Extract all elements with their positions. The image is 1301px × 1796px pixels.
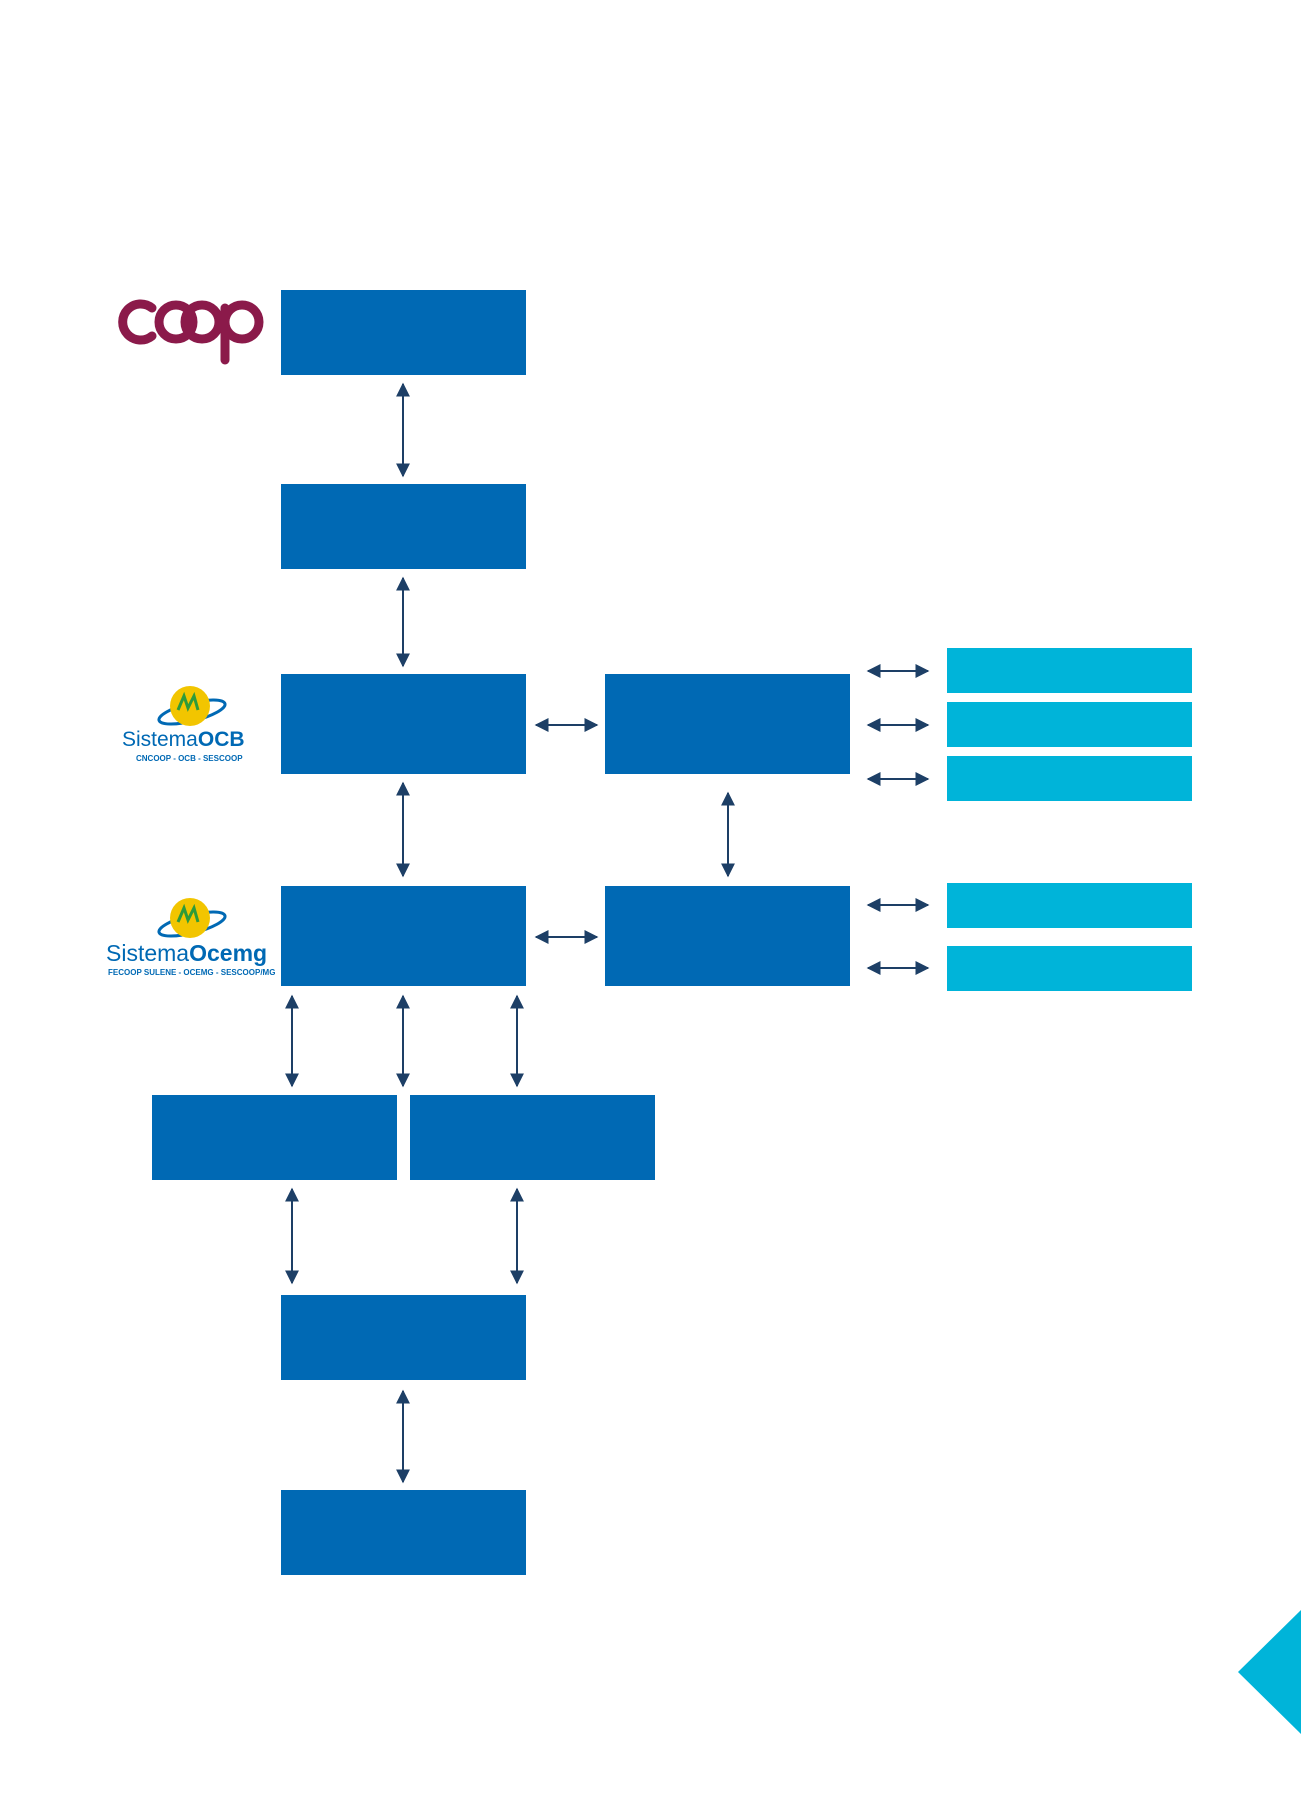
node-level-1 — [281, 290, 526, 375]
node-level-7 — [281, 1490, 526, 1575]
node-level-6 — [281, 1295, 526, 1380]
side-box-1 — [947, 648, 1192, 693]
ocemg-tagline: FECOOP SULENE - OCEMG - SESCOOP/MG — [108, 968, 276, 977]
ocemg-name-bold: Ocemg — [189, 940, 268, 966]
side-box-3 — [947, 756, 1192, 801]
node-level-2 — [281, 484, 526, 569]
corner-tab-shape — [1238, 1610, 1301, 1734]
node-lower-right — [410, 1095, 655, 1180]
node-ocb-side — [605, 674, 850, 774]
ocemg-name-light: Sistema — [106, 940, 190, 966]
sistema-ocemg-logo: SistemaOcemg FECOOP SULENE - OCEMG - SES… — [104, 892, 276, 982]
node-lower-left — [152, 1095, 397, 1180]
node-ocemg-side — [605, 886, 850, 986]
side-box-4 — [947, 883, 1192, 928]
ocb-sphere-icon — [157, 686, 227, 726]
node-ocb — [281, 674, 526, 774]
side-box-5 — [947, 946, 1192, 991]
sistema-ocb-logo: SistemaOCB CNCOOP - OCB - SESCOOP — [118, 680, 268, 770]
node-ocemg — [281, 886, 526, 986]
coop-logo: coop — [112, 290, 272, 366]
side-box-2 — [947, 702, 1192, 747]
ocb-name-bold: OCB — [197, 728, 245, 751]
ocb-tagline: CNCOOP - OCB - SESCOOP — [136, 754, 243, 763]
ocemg-sphere-icon — [157, 898, 227, 938]
ocb-name-light: Sistema — [122, 728, 198, 751]
